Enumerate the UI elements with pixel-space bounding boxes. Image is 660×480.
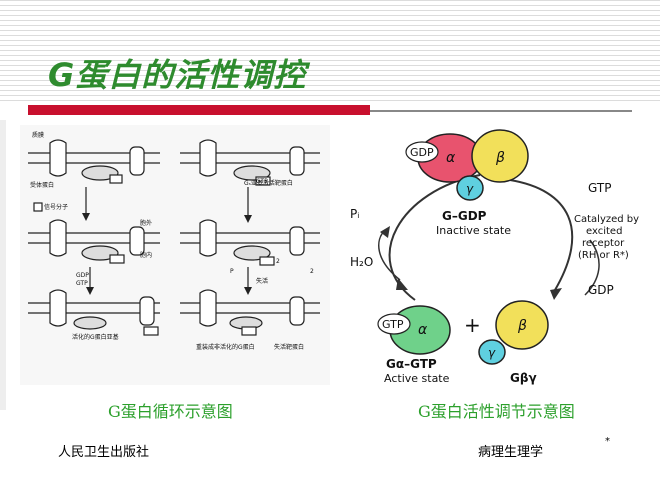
gamma-subunit — [456, 175, 484, 201]
label-outside: 胞外 — [140, 219, 152, 227]
label-gdp: GDP — [410, 146, 434, 159]
footer-subject: 病理生理学 — [478, 445, 544, 460]
left-edge-bar — [0, 120, 6, 410]
footer-mark: * — [605, 436, 610, 447]
label-reassemble: 重装成非活化的G蛋白 — [196, 343, 255, 351]
label-beta: β — [495, 150, 505, 166]
label-gamma-free: γ — [488, 346, 496, 360]
title-underline-red — [28, 105, 370, 115]
label-gamma: γ — [466, 182, 474, 196]
label-inside: 胞内 — [140, 251, 152, 259]
gtp-bubble — [377, 313, 411, 335]
label-inactivate: 失活 — [256, 277, 268, 285]
g-protein-cycle-figure: 质膜 受体蛋白 信号分子 胞外 胞内 GDP GTP 活化的G蛋白亚基 Gₛ亚基… — [20, 125, 330, 385]
label-beta-free: β — [517, 318, 527, 334]
label-gtp: GTP — [76, 280, 88, 287]
label-membrane: 质膜 — [32, 131, 44, 139]
label-active-state: Active state — [384, 372, 450, 385]
cycle-diagram: 质膜 受体蛋白 信号分子 胞外 胞内 GDP GTP 活化的G蛋白亚基 Gₛ亚基… — [28, 131, 320, 351]
gamma-free-subunit — [478, 339, 506, 365]
label-gbg: Gβγ — [510, 371, 537, 385]
label-inactive-target: 失活靶蛋白 — [274, 343, 304, 351]
gdp-bubble — [405, 141, 439, 163]
label-pi: P — [230, 268, 234, 275]
label-plus: + — [464, 313, 481, 337]
label-receptor: 受体蛋白 — [30, 181, 54, 189]
label-active-gprotein: 活化的G蛋白亚基 — [72, 333, 119, 341]
label-catalyzed-4: (RH or R*) — [578, 250, 629, 261]
label-gtp-in: GTP — [588, 181, 611, 195]
label-num-2a: 2 — [276, 258, 280, 265]
label-alpha: α — [446, 150, 456, 166]
beta-subunit — [471, 129, 529, 183]
label-galpha-gtp: Gα–GTP — [386, 357, 437, 371]
title-background-stripes — [0, 0, 660, 104]
label-signal: 信号分子 — [44, 203, 68, 211]
label-catalyzed-3: receptor — [582, 238, 625, 249]
label-h2o: H₂O — [350, 255, 373, 269]
label-inactive-state: Inactive state — [436, 224, 511, 237]
label-g-gdp: G–GDP — [442, 209, 487, 223]
regulation-diagram: GDP α β γ G–GDP Inactive state GTP Catal… — [350, 129, 639, 385]
caption-right: G蛋白活性调节示意图 — [418, 402, 575, 421]
label-gdp: GDP — [76, 272, 89, 279]
cycle-arrow-right — [509, 179, 574, 291]
caption-left: G蛋白循环示意图 — [108, 402, 233, 421]
slide-title: G蛋白的活性调控 — [48, 56, 307, 94]
label-pi: Pᵢ — [350, 207, 359, 221]
label-target-change: Gₛ亚基激活靶蛋白 — [244, 179, 293, 187]
receptor-protein — [49, 139, 67, 177]
label-gtp-small: GTP — [256, 178, 268, 185]
g-protein-regulation-figure: GDP α β γ G–GDP Inactive state GTP Catal… — [340, 120, 652, 390]
label-alpha-active: α — [418, 322, 428, 338]
label-gdp-out: GDP — [588, 283, 614, 297]
beta-free-subunit — [495, 300, 549, 350]
label-gtp-alpha: GTP — [382, 318, 404, 331]
footer-publisher: 人民卫生出版社 — [58, 445, 150, 460]
label-num-2b: 2 — [310, 268, 314, 275]
title-underline-gray — [370, 110, 632, 112]
label-catalyzed-2: excited — [586, 226, 622, 237]
label-catalyzed-1: Catalyzed by — [574, 214, 639, 225]
